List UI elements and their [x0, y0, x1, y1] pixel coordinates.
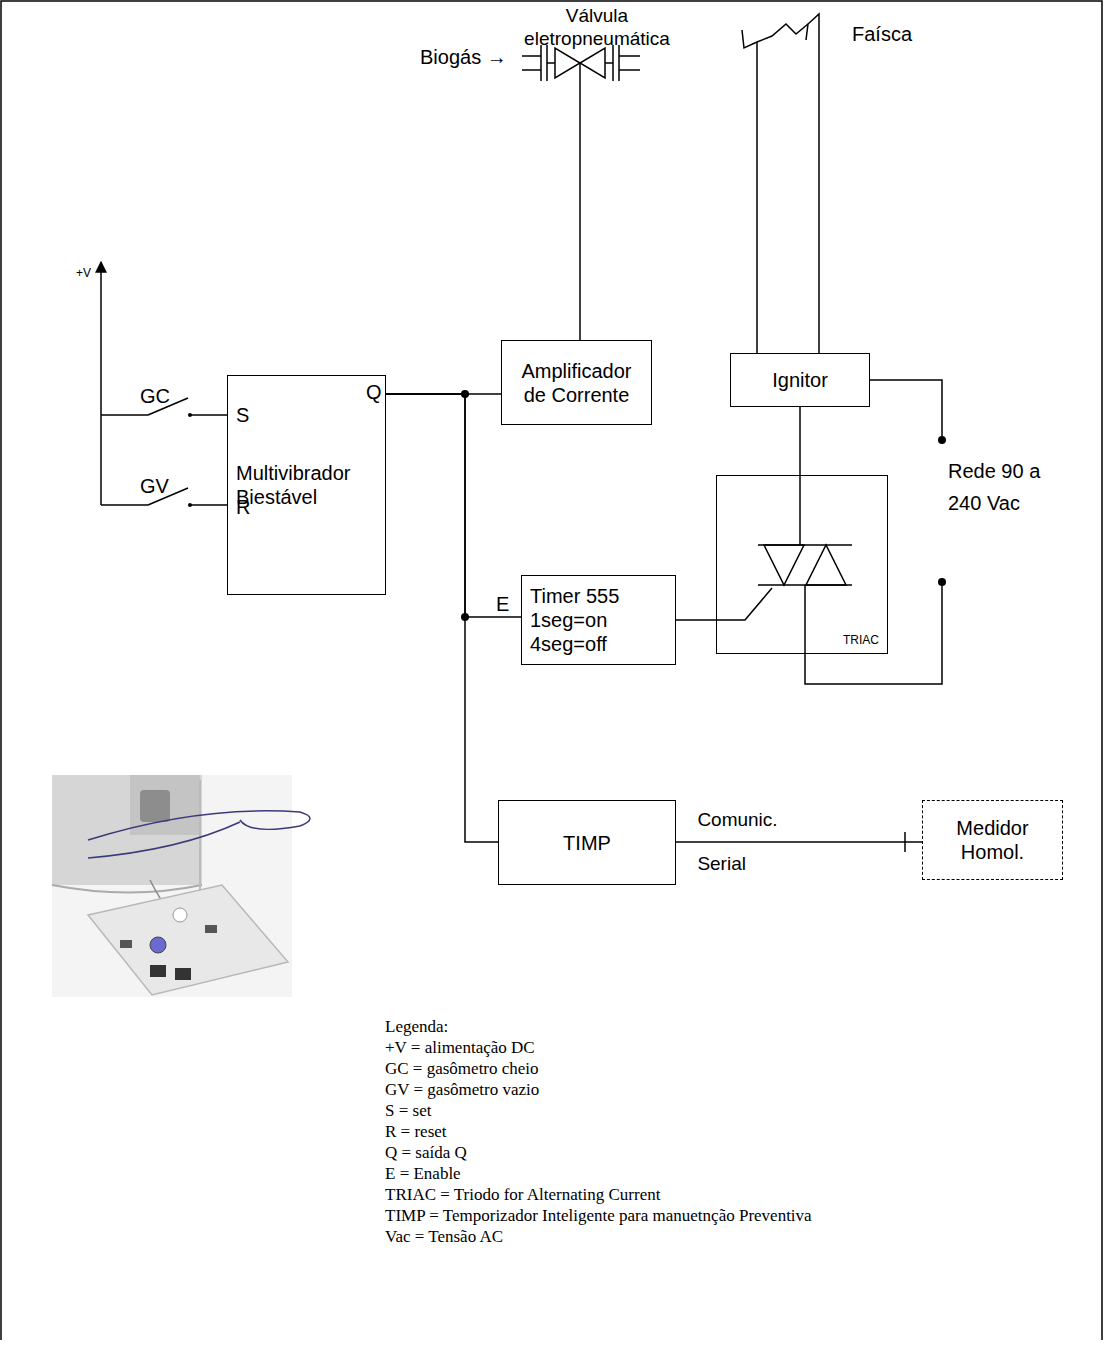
amplifier-box: Amplificador de Corrente — [501, 340, 652, 425]
legend-entry: Vac = Tensão AC — [385, 1226, 503, 1247]
legend-text: S = set — [385, 1101, 431, 1120]
node-text: Medidor Homol. — [931, 816, 1054, 864]
pin-name: S — [236, 403, 249, 427]
valve-symbol — [555, 48, 605, 78]
signal-wire — [676, 841, 922, 843]
pin-name: Q — [366, 380, 382, 404]
terminal-dot — [938, 578, 946, 586]
burner — [140, 790, 170, 822]
pin-name: E — [496, 592, 509, 616]
mains-label: Rede 90 a 240 Vac — [948, 455, 1048, 519]
meter-box: Medidor Homol. — [922, 800, 1063, 880]
legend-entry: E = Enable — [385, 1163, 461, 1184]
triac-bar — [758, 545, 852, 585]
node-text: 1seg=on — [530, 608, 607, 632]
legend-text: +V = alimentação DC — [385, 1038, 535, 1057]
illustration-ground — [52, 775, 292, 997]
switch-key — [175, 968, 191, 980]
timp-box: TIMP — [498, 800, 676, 885]
timer-box: Timer 5551seg=on4seg=off — [521, 575, 676, 665]
led — [205, 925, 217, 933]
mains-wire — [805, 585, 942, 684]
switch-label: GC — [140, 384, 170, 408]
electrode-left — [742, 30, 757, 353]
legend-entry: GC = gasômetro cheio — [385, 1058, 539, 1079]
signal-wire — [799, 407, 801, 475]
button — [173, 908, 187, 922]
legend-text: E = Enable — [385, 1164, 461, 1183]
supply-label: +V — [76, 266, 91, 280]
supply-wire — [100, 262, 102, 505]
led — [120, 940, 132, 948]
spark-zigzag — [757, 24, 808, 42]
legend-text: Vac = Tensão AC — [385, 1227, 503, 1246]
mains-wire — [870, 380, 942, 436]
wire-illustration — [88, 811, 310, 840]
spark-label: Faísca — [852, 22, 912, 46]
triac-terminal — [799, 475, 801, 545]
node-text: 4seg=off — [530, 632, 607, 656]
legend-text: TIMP = Temporizador Inteligente para man… — [385, 1206, 812, 1225]
legend-entry: R = reset — [385, 1121, 447, 1142]
valve-wire — [579, 63, 581, 340]
legend-entry: Q = saída Q — [385, 1142, 467, 1163]
node-text: TRIAC — [843, 633, 879, 647]
legend-entry: GV = gasômetro vazio — [385, 1079, 539, 1100]
node-text: Amplificador de Corrente — [510, 359, 643, 407]
legend-entry: TIMP = Temporizador Inteligente para man… — [385, 1205, 812, 1226]
signal-wire — [386, 394, 521, 617]
valve-label: Válvula eletropneumática — [512, 4, 682, 50]
node-text: Timer 555 — [530, 584, 619, 608]
control-box — [88, 885, 288, 995]
edge-label: Comunic. Serial — [697, 798, 777, 886]
switch-contact — [188, 413, 192, 417]
bistable-box: Multivibrador Biestável — [227, 375, 386, 595]
legend-heading: Legenda: — [385, 1016, 448, 1037]
switch-key — [150, 965, 166, 977]
legend-entry: TRIAC = Triodo for Alternating Current — [385, 1184, 660, 1205]
legend-text: Q = saída Q — [385, 1143, 467, 1162]
switch-label: GV — [140, 474, 169, 498]
signal-wire — [676, 619, 716, 621]
gasometer-edge — [199, 780, 201, 900]
node-text: TIMP — [563, 831, 611, 855]
legend-text: GC = gasômetro cheio — [385, 1059, 539, 1078]
legend-text: R = reset — [385, 1122, 447, 1141]
node-text: Ignitor — [772, 368, 828, 392]
wires — [101, 14, 942, 852]
valve-pipe — [522, 56, 640, 70]
triac-box: TRIAC — [716, 475, 888, 654]
wire-illustration — [88, 822, 240, 858]
triac-gate — [716, 588, 772, 620]
device-illustration — [52, 775, 310, 997]
terminal-dot — [938, 436, 946, 444]
legend-text: GV = gasômetro vazio — [385, 1080, 539, 1099]
gas-label: Biogás → — [420, 45, 507, 69]
ignitor-box: Ignitor — [730, 353, 870, 407]
triac-symbol — [764, 545, 846, 585]
legend-entry: S = set — [385, 1100, 431, 1121]
switch-contact — [188, 503, 192, 507]
electrode-right — [806, 14, 819, 353]
gasometer-edge — [52, 885, 202, 893]
node-text: Multivibrador Biestável — [236, 461, 377, 509]
signal-wire — [386, 394, 498, 842]
pin-name: R — [236, 495, 250, 519]
knob — [150, 937, 166, 953]
legend-entry: +V = alimentação DC — [385, 1037, 535, 1058]
legend-text: TRIAC = Triodo for Alternating Current — [385, 1185, 660, 1204]
gasometer-body — [52, 775, 202, 885]
